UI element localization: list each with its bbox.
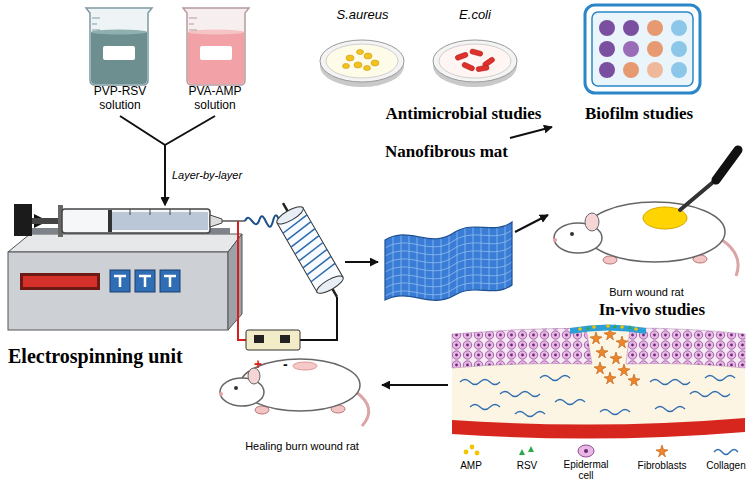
node-label: Antimicrobial studies [385,104,541,124]
beaker-node: PVP-RSV solution [75,3,165,116]
node-label: Biofilm studies [585,104,693,124]
node-label: PVP-RSV solution [89,85,151,113]
node-label: Nanofibrous mat [385,142,508,162]
flow-arrow [515,215,548,232]
beaker-pva-amp [183,8,249,85]
node-label: PVA-AMP solution [184,85,246,113]
node-label: E.coli [459,8,491,23]
legend-label: RSV [517,460,538,471]
beaker-node: PVA-AMP solution [170,3,260,116]
rotating-collector [270,196,350,305]
petri-dish-node: S.aureus [320,8,405,88]
flow-arrow [120,116,165,205]
legend-label: Fibroblasts [638,460,687,471]
electrospinning-node: Electrospinning unit [3,205,345,370]
node-label: In-vivo studies [599,300,705,320]
legend-label: Collagen [706,460,745,471]
in-vivo-node: In-vivo studies [448,300,745,450]
polarity-sign: + [254,356,262,372]
burn-rat-node: Burn wound rat [548,163,745,300]
flow-arrow [510,127,552,138]
healing-rat-node: Healing burn wound rat [222,335,382,455]
node-label: Healing burn wound rat [245,440,359,453]
flow-arrow [345,261,378,263]
mat-node: Nanofibrous mat [378,138,515,305]
node-label: Electrospinning unit [8,345,183,368]
petri-dishes [320,40,517,87]
node-label: S.aureus [336,8,388,23]
node-label: Burn wound rat [609,286,684,299]
legend-label: Epidermal cell [560,459,612,481]
well-plate [585,5,700,93]
polarity-sign: - [283,356,288,372]
antimicrobial-node: Antimicrobial studies S.aureus E.coli [318,3,565,127]
biofilm-node: Biofilm studies [566,3,712,127]
nanofiber-mat [385,210,512,320]
burn-rat [553,150,738,276]
petri-dish-node: E.coli [432,8,518,88]
edge-label: Layer-by-layer [171,169,243,181]
legend-label: AMP [460,460,482,471]
legend-samples [464,445,738,457]
skin-section [452,324,745,439]
beaker-pvp-rsv [86,8,152,85]
flow-arrow [382,384,448,386]
flow-arrow [165,116,215,205]
healing-rat [219,359,369,426]
syringe-pump [8,204,245,330]
